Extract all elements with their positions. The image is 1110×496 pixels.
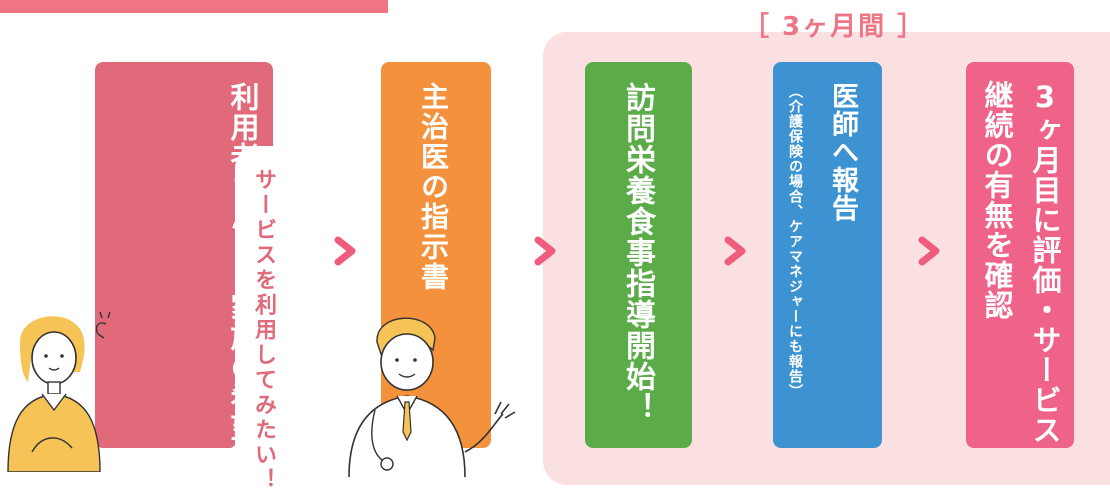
step-evaluation-title-line1: 3ヶ月目に評価・サービス [1028,80,1062,445]
speech-bubble-text: サービスを利用してみたい！ [251,168,276,493]
step-visit-start-title: 訪問栄養食事指導開始！ [620,82,655,423]
step-report-doctor-subtitle: （介護保険の場合、ケアマネジャーにも報告） [787,84,803,399]
speech-bubble-tail [219,444,237,468]
woman-illustration [7,311,111,472]
chevron-right-icon [334,236,356,266]
step-evaluation: 3ヶ月目に評価・サービス 継続の有無を確認 [966,62,1074,448]
step-evaluation-title-line2: 継続の有無を確認 [980,80,1014,320]
chevron-right-icon [724,236,746,266]
step-visit-start: 訪問栄養食事指導開始！ [585,62,692,448]
chevron-right-icon [918,236,940,266]
step-doctor-instruction-title: 主治医の指示書 [417,82,450,292]
header-accent-bar [0,0,388,13]
speech-bubble: サービスを利用してみたい！ [235,146,293,496]
step-user-wish: サービスを利用してみたい！ 利用者さん・ご家族の希望 [95,62,293,496]
step-report-doctor: 医師へ報告 （介護保険の場合、ケアマネジャーにも報告） [773,62,882,448]
chevron-right-icon [534,236,556,266]
doctor-illustration [348,317,516,477]
period-label: ［ 3ヶ月間 ］ [743,12,926,42]
step-report-doctor-title: 医師へ報告 [827,82,858,222]
step-user-wish-title: 利用者さん・ご家族の希望 [226,82,260,442]
